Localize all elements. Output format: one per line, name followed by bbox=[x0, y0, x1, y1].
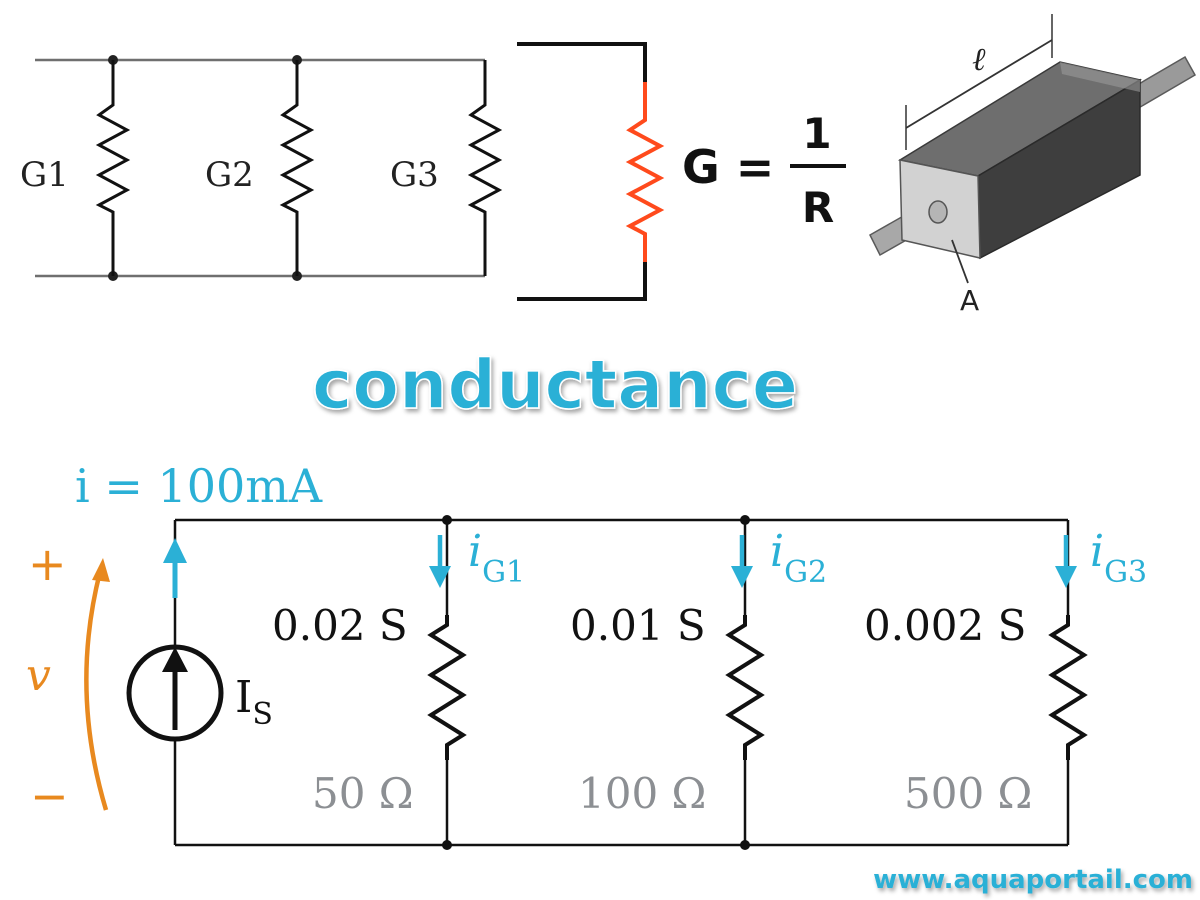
source-arrow-head bbox=[162, 647, 188, 672]
resistor-g1 bbox=[95, 60, 131, 276]
label-g2: G2 bbox=[205, 155, 254, 195]
conductance-value: 0.02 S bbox=[272, 601, 408, 650]
area-label: A bbox=[960, 284, 979, 317]
voltage-arrow bbox=[84, 571, 109, 811]
label-g3: G3 bbox=[390, 155, 439, 195]
conductance-value: 0.002 S bbox=[864, 601, 1026, 650]
parallel-conductances-diagram: G1 G2 G3 bbox=[20, 55, 503, 281]
voltage-plus: + bbox=[28, 537, 67, 591]
source-label: IS bbox=[235, 672, 273, 732]
resistance-value: 50 Ω bbox=[312, 769, 414, 818]
resistance-value: 500 Ω bbox=[904, 769, 1032, 818]
conductance-value: 0.01 S bbox=[570, 601, 706, 650]
single-resistor-diagram bbox=[517, 42, 665, 301]
resistor-2 bbox=[725, 615, 765, 760]
label-g1: G1 bbox=[20, 155, 69, 195]
formula-denominator: R bbox=[802, 183, 834, 232]
parallel-circuit: IS i = 100mA + − v iG1 0.02 S 50 Ω bbox=[26, 459, 1147, 850]
resistor-1 bbox=[427, 615, 467, 760]
watermark-link[interactable]: www.aquaportail.com bbox=[873, 865, 1193, 895]
red-resistor bbox=[625, 82, 665, 262]
formula-numerator: 1 bbox=[802, 109, 831, 158]
branch-current-label: iG3 bbox=[1090, 526, 1147, 590]
wire-end bbox=[928, 200, 948, 224]
branch-g1: iG1 0.02 S 50 Ω bbox=[272, 515, 525, 850]
resistance-value: 100 Ω bbox=[578, 769, 706, 818]
total-current-label: i = 100mA bbox=[75, 459, 323, 513]
branch-current-label: iG2 bbox=[770, 526, 827, 590]
resistor-3 bbox=[1048, 615, 1088, 760]
length-dimension-line bbox=[905, 39, 1053, 129]
voltage-label: v bbox=[26, 650, 51, 701]
area-pointer-line bbox=[951, 239, 969, 284]
page-title: conductance bbox=[312, 346, 798, 425]
formula-lhs: G = bbox=[682, 140, 774, 194]
rear-cap-band bbox=[1060, 62, 1140, 92]
resistor-g3 bbox=[467, 60, 503, 276]
branch-g2: iG2 0.01 S 100 Ω bbox=[570, 515, 827, 850]
length-label: ℓ bbox=[972, 40, 986, 78]
branch-g3: iG3 0.002 S 500 Ω bbox=[864, 520, 1147, 845]
voltage-arrow-head bbox=[92, 558, 110, 582]
branch-current-label: iG1 bbox=[468, 526, 525, 590]
conductance-formula: G = 1 R bbox=[682, 109, 846, 232]
resistor-g2 bbox=[279, 60, 315, 276]
source-current-arrow-head bbox=[163, 538, 187, 563]
conductor-block-illustration: ℓ A bbox=[869, 14, 1197, 317]
voltage-minus: − bbox=[30, 769, 69, 823]
